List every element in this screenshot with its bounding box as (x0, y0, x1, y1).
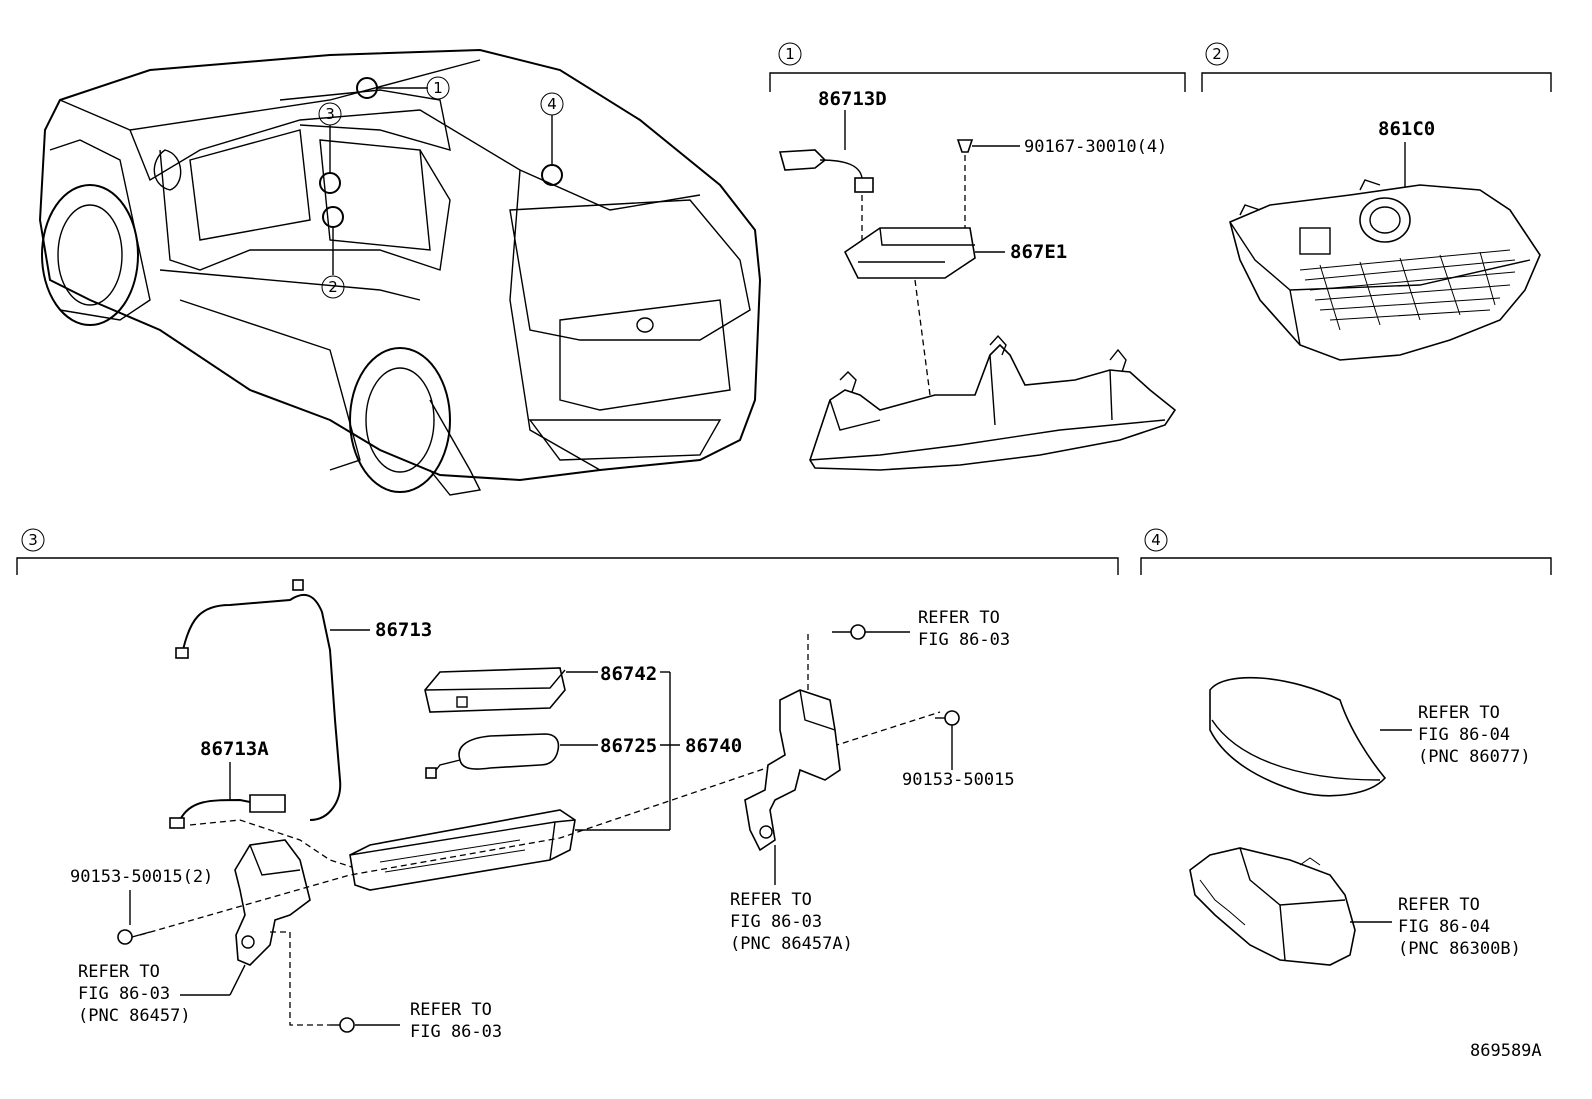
section-1-number: 1 (785, 45, 795, 63)
part-90167-30010: 90167-30010(4) (1024, 137, 1167, 157)
part-86713A: 86713A (200, 738, 269, 760)
part-86713: 86713 (375, 619, 432, 641)
callout-4-label: 4 (547, 95, 557, 113)
section-4: 4 REFER TO FIG 86-04 (PNC 86077) REFER T… (1140, 528, 1552, 966)
section-3: 3 86713 86713A 86742 86725 86740 (16, 528, 1119, 1042)
callout-1-label: 1 (433, 79, 443, 97)
ref-fin-line2: FIG 86-04 (1418, 725, 1510, 745)
ref-left-line2: FIG 86-03 (78, 984, 170, 1004)
ref-left-line3: (PNC 86457) (78, 1006, 191, 1026)
diagram-id: 869589A (1470, 1041, 1542, 1061)
ref-mid-line3: (PNC 86457A) (730, 934, 853, 954)
ref-base-line1: REFER TO (1398, 895, 1480, 915)
section-4-number: 4 (1151, 531, 1161, 549)
ref-fin-line1: REFER TO (1418, 703, 1500, 723)
section-2: 2 861C0 (1201, 42, 1552, 361)
ref-mid-line2: FIG 86-03 (730, 912, 822, 932)
ref-bottom-line2: FIG 86-03 (410, 1022, 502, 1042)
part-861C0: 861C0 (1378, 118, 1435, 140)
ref-top-line2: FIG 86-03 (918, 630, 1010, 650)
part-867E1: 867E1 (1010, 241, 1067, 263)
callout-2-label: 2 (328, 278, 338, 296)
ref-bottom-line1: REFER TO (410, 1000, 492, 1020)
ref-left-line1: REFER TO (78, 962, 160, 982)
section-1: 1 86713D 90167-30010(4) 867E1 (769, 42, 1186, 471)
part-86742: 86742 (600, 663, 657, 685)
part-90153-50015: 90153-50015 (902, 770, 1015, 790)
section-2-number: 2 (1212, 45, 1222, 63)
location-marker-2 (322, 206, 344, 228)
ref-fin-line3: (PNC 86077) (1418, 747, 1531, 767)
part-90153-50015-2: 90153-50015(2) (70, 867, 213, 887)
ref-base-line3: (PNC 86300B) (1398, 939, 1521, 959)
part-86725: 86725 (600, 735, 657, 757)
location-marker-4 (541, 164, 563, 186)
ref-base-line2: FIG 86-04 (1398, 917, 1490, 937)
ref-top-line1: REFER TO (918, 608, 1000, 628)
part-86713D: 86713D (818, 88, 887, 110)
part-86740: 86740 (685, 735, 742, 757)
vehicle-illustration: 1 3 2 4 (38, 48, 762, 496)
ref-mid-line1: REFER TO (730, 890, 812, 910)
section-3-number: 3 (28, 531, 38, 549)
location-marker-3 (319, 172, 341, 194)
callout-3-label: 3 (325, 105, 335, 123)
